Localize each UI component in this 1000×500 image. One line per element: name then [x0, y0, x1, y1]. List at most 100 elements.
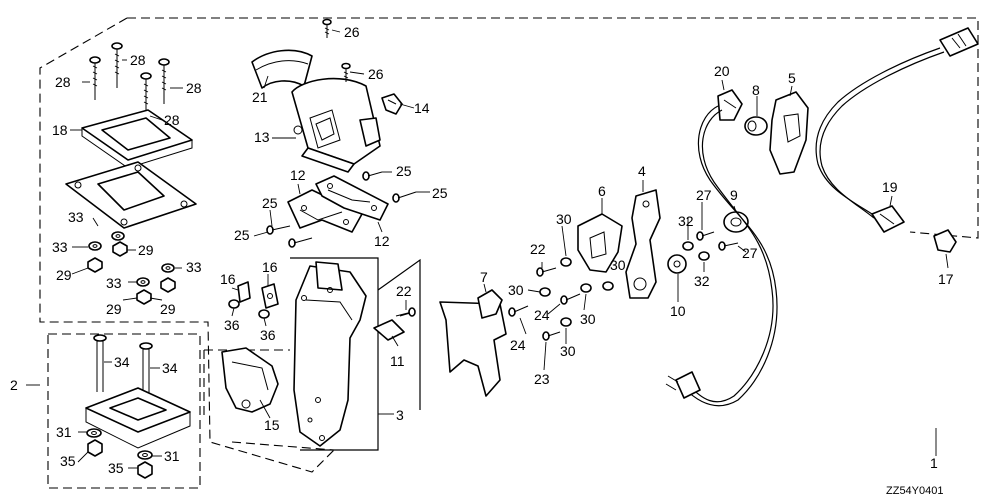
washer-30d [560, 317, 572, 327]
clip-14 [381, 93, 403, 115]
label-28a: 28 [55, 74, 71, 90]
label-13: 13 [254, 129, 270, 145]
label-25a: 25 [396, 163, 412, 179]
label-26b: 26 [368, 66, 384, 82]
label-17: 17 [938, 271, 954, 287]
label-33a: 33 [68, 209, 84, 225]
clip-36b [258, 309, 270, 319]
spacer-block [85, 387, 191, 449]
label-32a: 32 [678, 213, 694, 229]
screw-28b [111, 42, 123, 88]
label-31a: 31 [56, 424, 72, 440]
washer-30b [539, 287, 551, 297]
harness-cable [683, 47, 945, 407]
label-28d: 28 [164, 112, 180, 128]
screw-26b [341, 62, 351, 82]
body-3 [293, 261, 367, 447]
screw-27a [696, 231, 715, 241]
nut-29c [136, 289, 152, 305]
clip-36a [228, 299, 240, 309]
label-30e: 30 [610, 257, 626, 273]
label-27a: 27 [696, 187, 712, 203]
washer-10 [667, 254, 687, 274]
label-29a: 29 [138, 242, 154, 258]
label-28c: 28 [186, 80, 202, 96]
knob-8 [744, 116, 768, 136]
bracket-frame-3 [290, 257, 421, 451]
screw-26a [322, 18, 332, 38]
nut-29b [87, 257, 103, 273]
screw-28d [158, 58, 170, 104]
label-21: 21 [252, 89, 268, 105]
label-34a: 34 [114, 354, 130, 370]
plate-11 [373, 311, 413, 341]
label-2: 2 [10, 377, 18, 393]
label-34b: 34 [162, 360, 178, 376]
bracket-12a [287, 189, 363, 233]
assembly-outline-1 [39, 17, 979, 473]
gasket-plate [65, 161, 197, 229]
washer-32b [698, 251, 710, 261]
lever-4 [625, 189, 661, 299]
washer-33d [161, 263, 175, 273]
label-30b: 30 [508, 282, 524, 298]
clip-16a [237, 281, 251, 303]
washer-32a [682, 241, 694, 251]
case-13 [291, 77, 381, 173]
assembly-outline-2 [47, 333, 201, 489]
label-33d: 33 [186, 259, 202, 275]
label-22a: 22 [396, 283, 412, 299]
cap-17 [933, 229, 957, 253]
screw-25d [288, 237, 313, 248]
screw-22b [536, 267, 557, 277]
handle-5 [769, 91, 809, 175]
screw-24b [560, 293, 581, 305]
label-28b: 28 [130, 52, 146, 68]
nut-35a [87, 439, 103, 457]
label-33b: 33 [52, 239, 68, 255]
label-7: 7 [480, 269, 488, 285]
label-4: 4 [638, 163, 646, 179]
screw-22a [399, 307, 416, 317]
label-35a: 35 [60, 453, 76, 469]
screw-25a [362, 171, 383, 181]
label-15: 15 [264, 417, 280, 433]
label-25b: 25 [432, 185, 448, 201]
screw-25b [392, 191, 417, 203]
switch-20 [717, 89, 743, 121]
label-29d: 29 [160, 301, 176, 317]
nut-35b [137, 461, 153, 479]
washer-30c [580, 283, 592, 293]
screw-23 [542, 331, 561, 341]
screw-28a [89, 56, 101, 100]
label-10: 10 [670, 303, 686, 319]
washer-33a [88, 241, 102, 251]
label-19: 19 [882, 179, 898, 195]
label-35b: 35 [108, 460, 124, 476]
label-25c: 25 [262, 195, 278, 211]
washer-30a [560, 257, 572, 267]
leader-lines [26, 29, 949, 469]
cover-15 [221, 347, 279, 413]
bolt-34a [93, 334, 107, 392]
label-18: 18 [52, 122, 68, 138]
washer-33b [111, 231, 125, 241]
label-30a: 30 [556, 211, 572, 227]
connector-19 [871, 205, 905, 233]
label-32b: 32 [694, 273, 710, 289]
label-5: 5 [788, 70, 796, 86]
label-26a: 26 [344, 24, 360, 40]
bracket-12b [315, 175, 389, 221]
label-29c: 29 [106, 301, 122, 317]
gasket-sheet [439, 301, 507, 397]
washer-31b [137, 450, 153, 460]
label-16b: 16 [262, 259, 278, 275]
label-22b: 22 [530, 241, 546, 257]
label-16a: 16 [220, 271, 236, 287]
label-3: 3 [396, 407, 404, 423]
label-29b: 29 [56, 267, 72, 283]
label-30d: 30 [560, 343, 576, 359]
label-11: 11 [390, 353, 405, 369]
label-36b: 36 [260, 327, 276, 343]
